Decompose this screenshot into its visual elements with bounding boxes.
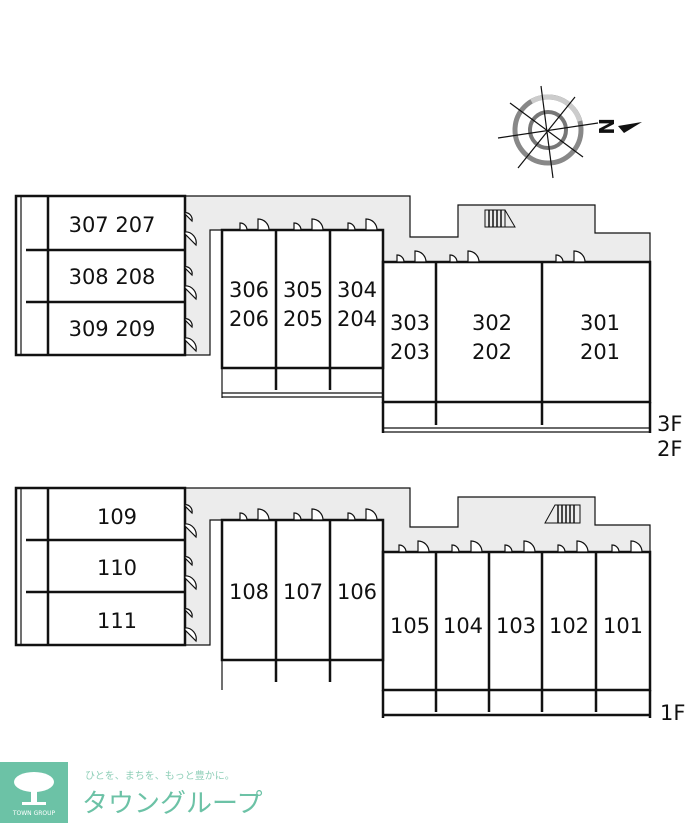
door-icon [293, 512, 302, 521]
door-icon [311, 508, 324, 521]
unit-105: 105 [390, 614, 430, 638]
door-icon [347, 222, 356, 231]
door-icon [449, 254, 458, 263]
floor-label-2f: 2F [657, 437, 682, 461]
door-icon [611, 544, 620, 553]
stairs-icon-lower [544, 504, 581, 524]
unit-108: 108 [229, 580, 269, 604]
logo-tagline: ひとを、まちを、もっと豊かに。 [85, 769, 235, 782]
door-icons [184, 211, 643, 643]
floor-label-3f: 3F [657, 412, 682, 436]
unit-103: 103 [496, 614, 536, 638]
door-icon [293, 222, 302, 231]
door-icon [184, 211, 193, 223]
door-icon [417, 540, 430, 553]
unit-303: 303 [390, 311, 430, 335]
door-icon [184, 523, 197, 539]
unit-206: 206 [229, 307, 269, 331]
door-icon [184, 607, 193, 619]
corridor-upper [185, 196, 650, 355]
unit-309-209: 309 209 [69, 317, 156, 341]
unit-102: 102 [549, 614, 589, 638]
unit-202: 202 [472, 340, 512, 364]
unit-111: 111 [97, 609, 137, 633]
unit-308-208: 308 208 [69, 265, 156, 289]
door-icon [467, 250, 480, 263]
unit-107: 107 [283, 580, 323, 604]
door-icon [184, 265, 193, 277]
door-icon [311, 218, 324, 231]
unit-203: 203 [390, 340, 430, 364]
door-icon [239, 512, 248, 521]
door-icon [523, 540, 536, 553]
unit-109: 109 [97, 505, 137, 529]
stairs-icon-upper [484, 209, 516, 228]
unit-106: 106 [337, 580, 377, 604]
door-icon [365, 218, 378, 231]
unit-301: 301 [580, 311, 620, 335]
door-icon [573, 250, 586, 263]
door-icon [257, 218, 270, 231]
door-icon [184, 575, 197, 591]
door-icon [184, 555, 193, 567]
door-icon [365, 508, 378, 521]
compass-icon: N [497, 85, 642, 179]
unit-306: 306 [229, 278, 269, 302]
unit-205: 205 [283, 307, 323, 331]
door-icon [555, 254, 564, 263]
door-icon [396, 254, 405, 263]
unit-104: 104 [443, 614, 483, 638]
corridor-lower [185, 488, 650, 645]
door-icon [184, 337, 197, 353]
door-icon [398, 544, 407, 553]
door-icon [184, 503, 193, 515]
unit-204: 204 [337, 307, 377, 331]
door-icon [239, 222, 248, 231]
lower-labels: 109 110 111 108 107 106 105 104 103 102 … [97, 505, 686, 725]
upper-labels: 307 207 308 208 309 209 306 206 305 205 … [69, 213, 683, 461]
door-icon [504, 544, 513, 553]
door-icon [184, 317, 193, 329]
unit-201: 201 [580, 340, 620, 364]
door-icon [184, 231, 197, 247]
logo-name: タウングループ [82, 789, 262, 819]
door-icon [414, 250, 427, 263]
door-icon [470, 540, 483, 553]
door-icon [576, 540, 589, 553]
unit-304: 304 [337, 278, 377, 302]
unit-302: 302 [472, 311, 512, 335]
door-icon [257, 508, 270, 521]
floor-label-1f: 1F [660, 701, 685, 725]
door-icon [557, 544, 566, 553]
door-icon [184, 627, 197, 643]
unit-305: 305 [283, 278, 323, 302]
logo-badge: TOWN GROUP [12, 810, 56, 817]
north-label: N [594, 118, 618, 135]
door-icon [184, 285, 197, 301]
door-icon [630, 540, 643, 553]
unit-110: 110 [97, 556, 137, 580]
unit-101: 101 [603, 614, 643, 638]
unit-307-207: 307 207 [69, 213, 156, 237]
door-icon [451, 544, 460, 553]
town-group-logo: TOWN GROUP ひとを、まちを、もっと豊かに。 タウングループ [0, 762, 262, 823]
door-icon [347, 512, 356, 521]
